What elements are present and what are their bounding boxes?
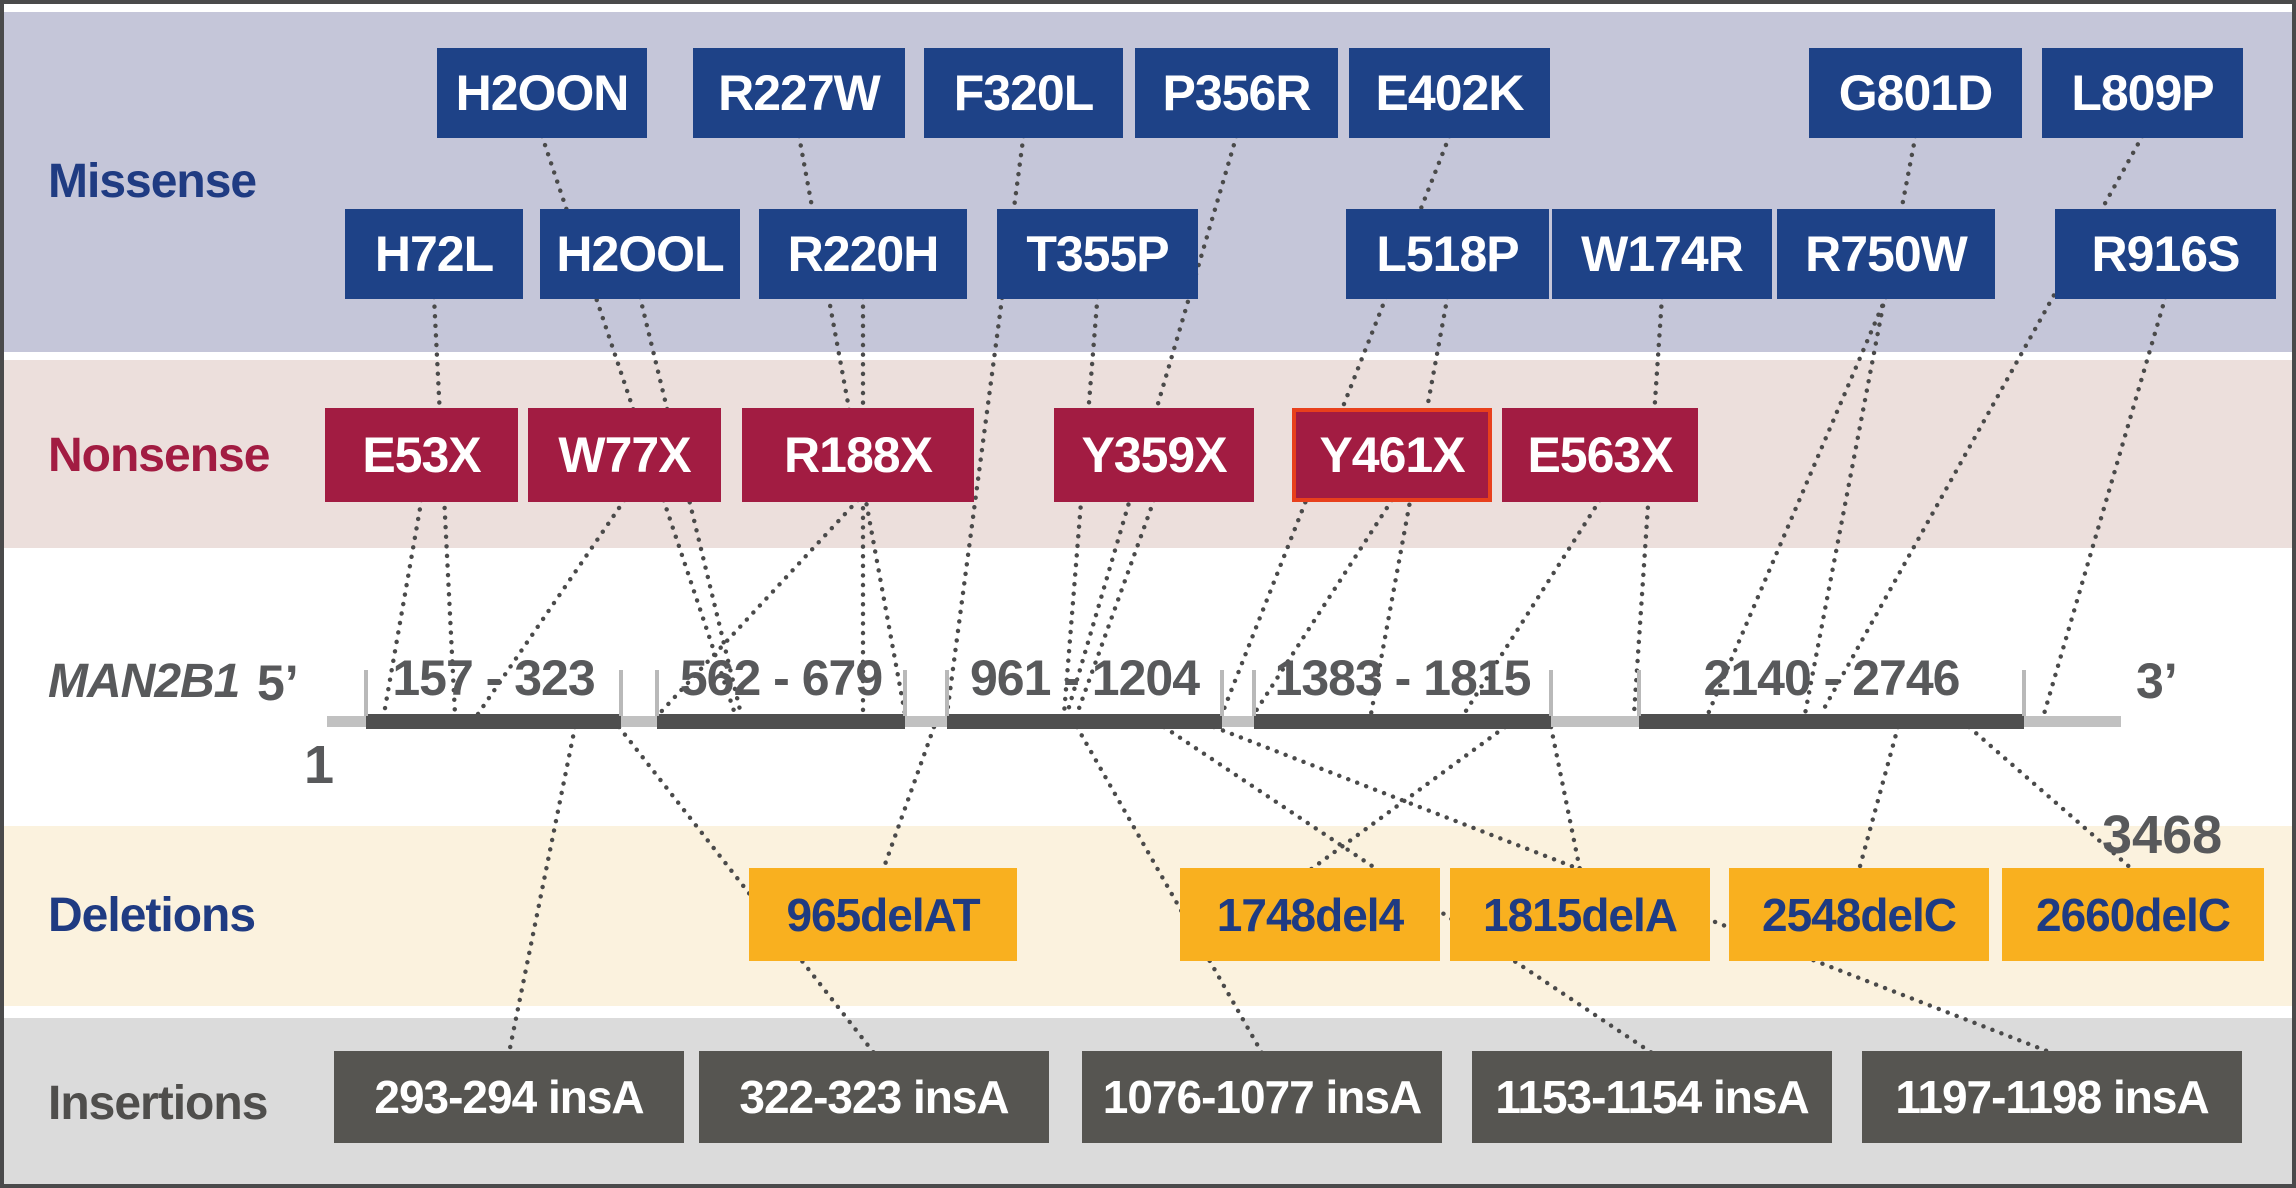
mutation-box-e402k: E402K bbox=[1349, 48, 1550, 138]
row-label-insertions: Insertions bbox=[48, 1077, 268, 1130]
connector-line bbox=[1856, 724, 1901, 873]
mutation-boxes-layer: Missense Nonsense Deletions Insertions H… bbox=[4, 4, 2292, 1184]
mutation-box-e563x: E563X bbox=[1502, 408, 1698, 502]
mutation-box-t355p: T355P bbox=[997, 209, 1198, 299]
row-label-missense: Missense bbox=[48, 155, 257, 208]
gene-tick bbox=[364, 670, 368, 716]
mutation-box-w77x: W77X bbox=[528, 408, 721, 502]
gene-tick bbox=[619, 670, 623, 716]
row-label-nonsense: Nonsense bbox=[48, 429, 270, 482]
mutation-box-1197-1198-insa: 1197-1198 insA bbox=[1862, 1051, 2242, 1143]
gene-tick bbox=[1252, 670, 1256, 716]
gene-segment-range-label: 157 - 323 bbox=[392, 650, 595, 706]
mutation-box-r220h: R220H bbox=[759, 209, 967, 299]
gene-tick bbox=[1637, 670, 1641, 716]
gene-backbone-line bbox=[327, 716, 2121, 727]
gene-tick bbox=[903, 670, 907, 716]
gene-segment bbox=[1254, 714, 1551, 729]
mutation-box-h2ool: H2OOL bbox=[540, 209, 740, 299]
mutation-box-2548delc: 2548delC bbox=[1729, 868, 1989, 961]
mutation-box-322-323-insa: 322-323 insA bbox=[699, 1051, 1049, 1143]
gene-name-label: MAN2B1 bbox=[48, 655, 240, 708]
gene-segment-range-label: 961 - 1204 bbox=[969, 650, 1200, 706]
five-prime-label: 5’ bbox=[257, 655, 299, 711]
gene-segment-range-label: 2140 - 2746 bbox=[1703, 650, 1961, 706]
connector-line bbox=[1251, 497, 1395, 717]
mutation-box-p356r: P356R bbox=[1135, 48, 1338, 138]
gene-tick bbox=[2022, 670, 2026, 716]
mutation-box-1815dela: 1815delA bbox=[1450, 868, 1710, 961]
mutation-box-r750w: R750W bbox=[1777, 209, 1995, 299]
gene-tick bbox=[945, 670, 949, 716]
connector-line bbox=[1705, 294, 1889, 717]
mutation-box-1153-1154-insa: 1153-1154 insA bbox=[1472, 1051, 1832, 1143]
connector-line bbox=[1966, 724, 2136, 873]
connector-line bbox=[880, 724, 937, 873]
gene-start-position: 1 bbox=[304, 735, 335, 795]
mutation-box-r188x: R188X bbox=[742, 408, 974, 502]
connector-line bbox=[616, 724, 877, 1056]
gene-segment bbox=[366, 714, 621, 729]
mutation-box-y359x: Y359X bbox=[1054, 408, 1254, 502]
gene-diagram-layer: MAN2B1 5’ 3’ 1 3468 157 - 323 562 - 679 96… bbox=[4, 4, 2292, 1184]
mutation-box-293-294-insa: 293-294 insA bbox=[334, 1051, 684, 1143]
gene-segment-range-label: 562 - 679 bbox=[679, 650, 883, 706]
mutation-box-h72l: H72L bbox=[345, 209, 523, 299]
mutation-box-g801d: G801D bbox=[1809, 48, 2022, 138]
row-label-deletions: Deletions bbox=[48, 889, 256, 942]
mutation-box-1076-1077-insa: 1076-1077 insA bbox=[1082, 1051, 1442, 1143]
mutation-box-h2oon: H2OON bbox=[437, 48, 647, 138]
gene-segment bbox=[1639, 714, 2024, 729]
mutation-box-1748del4: 1748del4 bbox=[1180, 868, 1440, 961]
mutation-box-r916s: R916S bbox=[2055, 209, 2276, 299]
gene-segment-range-label: 1383 - 1815 bbox=[1274, 650, 1532, 706]
mutation-box-w174r: W174R bbox=[1552, 209, 1772, 299]
mutation-box-2660delc: 2660delC bbox=[2002, 868, 2264, 961]
connector-line bbox=[1461, 497, 1603, 717]
mutation-box-e53x: E53X bbox=[325, 408, 518, 502]
gene-end-position: 3468 bbox=[2102, 805, 2223, 865]
connector-line bbox=[1061, 294, 1100, 717]
gene-tick bbox=[1220, 670, 1224, 716]
gene-segment bbox=[657, 714, 905, 729]
mutation-box-f320l: F320L bbox=[924, 48, 1123, 138]
connector-line bbox=[506, 724, 578, 1056]
connector-line bbox=[656, 497, 861, 717]
gene-tick bbox=[655, 670, 659, 716]
mutation-box-l809p: L809P bbox=[2042, 48, 2243, 138]
connector-line bbox=[1307, 724, 1508, 873]
mutation-box-965delat: 965delAT bbox=[749, 868, 1017, 961]
gene-segment bbox=[947, 714, 1222, 729]
mutation-box-r227w: R227W bbox=[693, 48, 905, 138]
three-prime-label: 3’ bbox=[2136, 653, 2178, 709]
connector-line bbox=[1074, 497, 1157, 717]
gene-tick bbox=[1549, 670, 1553, 716]
connector-line bbox=[1161, 724, 1655, 1056]
connector-line bbox=[539, 133, 738, 717]
connector-line bbox=[1368, 294, 1450, 717]
mutation-box-l518p: L518P bbox=[1346, 209, 1549, 299]
connector-line bbox=[381, 497, 424, 717]
mutation-box-y461x: Y461X bbox=[1292, 408, 1492, 502]
